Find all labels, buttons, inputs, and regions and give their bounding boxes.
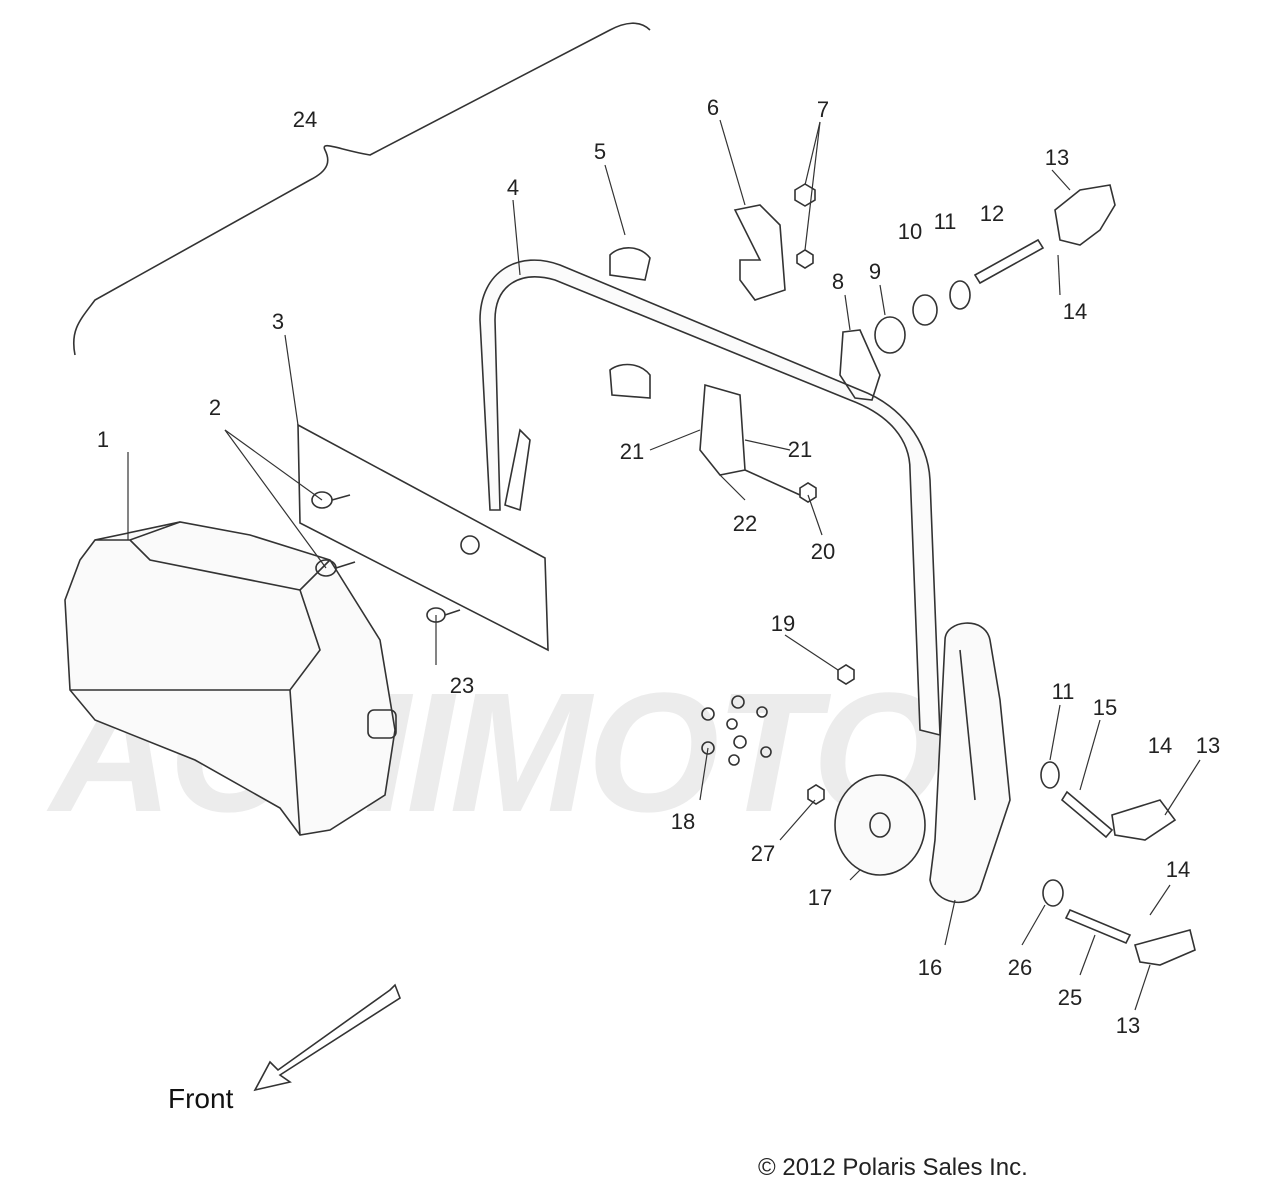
part-3-plate	[297, 423, 549, 652]
front-label: Front	[168, 1083, 234, 1114]
callout-10: 10	[897, 219, 923, 244]
part-22-bracket	[699, 383, 746, 476]
callout-13-mid: 13	[1195, 733, 1221, 758]
part-19-nut	[837, 664, 855, 685]
callout-5: 5	[593, 139, 607, 164]
callout-15: 15	[1092, 695, 1118, 720]
callout-20: 20	[810, 539, 836, 564]
callout-7: 7	[816, 97, 830, 122]
front-arrow-icon	[253, 983, 401, 1092]
part-18-screws	[701, 695, 772, 766]
callout-14-mid: 14	[1147, 733, 1173, 758]
callout-9: 9	[868, 259, 882, 284]
callout-14: 14	[1062, 299, 1088, 324]
part-1-shell	[64, 521, 396, 836]
copyright: © 2012 Polaris Sales Inc.	[758, 1154, 1028, 1181]
callout-21-left: 21	[619, 439, 645, 464]
part-11-washer	[949, 280, 971, 310]
callout-2: 2	[208, 395, 222, 420]
callout-18: 18	[670, 809, 696, 834]
callout-19: 19	[770, 611, 796, 636]
callout-6: 6	[706, 95, 720, 120]
part-26-washer	[1042, 879, 1064, 907]
part-10-bushing	[912, 294, 938, 326]
callout-22: 22	[732, 511, 758, 536]
part-27-nut	[807, 784, 825, 805]
part-5-clip	[609, 247, 651, 281]
part-13-latch-low	[1134, 929, 1196, 966]
part-8-bracket	[839, 329, 881, 401]
callout-21-right: 21	[787, 437, 813, 462]
callout-26: 26	[1007, 955, 1033, 980]
callout-23: 23	[449, 673, 475, 698]
callout-4: 4	[506, 175, 520, 200]
part-4-bar	[479, 259, 941, 737]
callout-8: 8	[831, 269, 845, 294]
callout-24: 24	[292, 107, 318, 132]
callout-16: 16	[917, 955, 943, 980]
part-17-wheel	[834, 774, 926, 876]
callout-13: 13	[1044, 145, 1070, 170]
callout-11-lower: 11	[1051, 679, 1075, 704]
callout-11: 11	[933, 209, 957, 234]
part-12-pin	[973, 238, 1045, 285]
part-11-washer-lower	[1040, 761, 1060, 789]
callout-14-low: 14	[1165, 857, 1191, 882]
callout-1: 1	[96, 427, 110, 452]
callout-17: 17	[807, 885, 833, 910]
assembly-brace	[72, 22, 651, 356]
part-25-pin	[1064, 908, 1132, 945]
callout-3: 3	[271, 309, 285, 334]
part-13-latch	[1054, 184, 1116, 246]
part-13-latch-mid	[1111, 799, 1177, 841]
part-6-bracket	[733, 204, 786, 301]
callout-12: 12	[979, 201, 1005, 226]
callout-25: 25	[1057, 985, 1083, 1010]
callout-13-low: 13	[1115, 1013, 1141, 1038]
part-16-arm	[929, 622, 1011, 904]
part-9-spacer	[874, 316, 906, 354]
callout-27: 27	[750, 841, 776, 866]
part-15-pin	[1060, 790, 1114, 839]
